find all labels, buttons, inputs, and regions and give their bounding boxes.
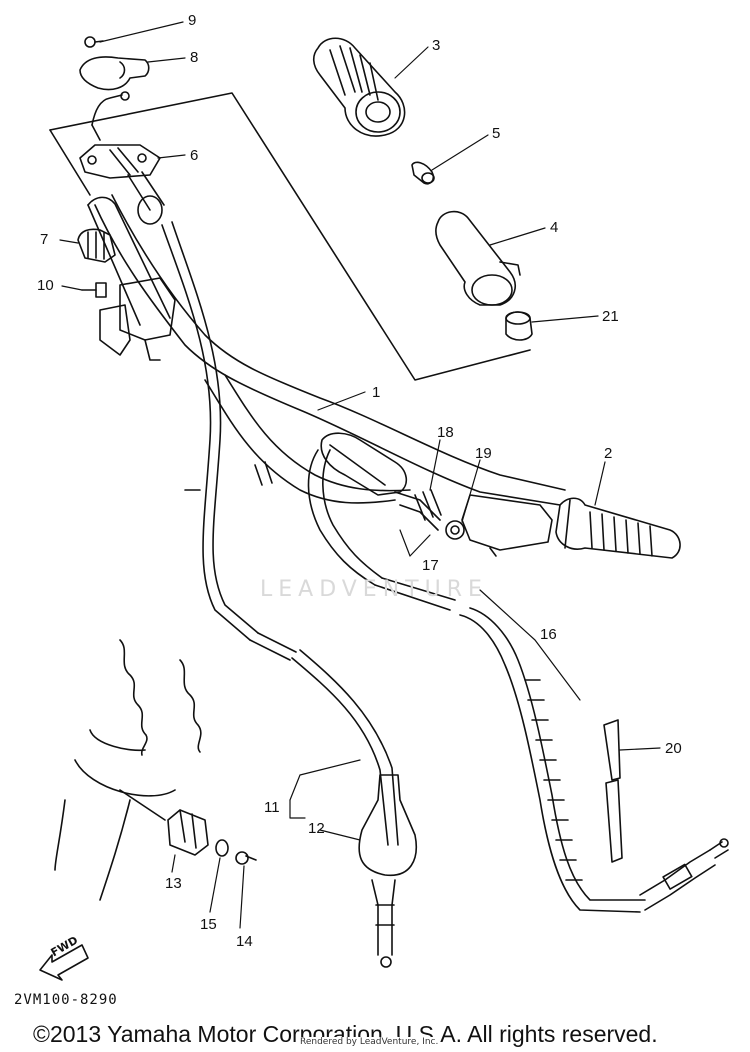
throttle-tube-4 — [435, 210, 521, 306]
switch-7 — [77, 228, 116, 263]
throttle-cable-16 — [307, 449, 729, 913]
collar-5 — [411, 161, 435, 185]
cable-boot-12 — [358, 774, 417, 968]
rendered-by-text: Rendered by LeadVenture, Inc. — [298, 1037, 441, 1047]
leader-lines — [59, 21, 661, 929]
bolt-14 — [235, 851, 257, 865]
cable-tie-20 — [603, 719, 623, 863]
grip-2 — [555, 497, 681, 559]
callout-19: 19 — [475, 445, 492, 462]
callout-1: 1 — [372, 384, 381, 401]
diagram-code: 2VM100-8290 — [14, 992, 118, 1008]
clamp-8 — [79, 56, 150, 91]
callout-21: 21 — [602, 308, 619, 325]
fwd-arrow-icon — [39, 944, 89, 981]
handlebar-part — [87, 194, 566, 506]
callout-10: 10 — [37, 277, 54, 294]
fork-boot — [54, 639, 202, 901]
washer-15 — [215, 839, 229, 857]
callout-2: 2 — [604, 445, 613, 462]
clamp-13 — [167, 809, 209, 856]
callout-11: 11 — [264, 799, 280, 816]
throttle-housing — [320, 432, 553, 557]
lever-housing — [99, 277, 176, 361]
callout-14: 14 — [236, 933, 253, 950]
callout-4: 4 — [550, 219, 559, 236]
callout-12: 12 — [308, 820, 325, 837]
cable-end-top — [91, 91, 130, 141]
callout-16: 16 — [540, 626, 557, 643]
assembly-outline — [49, 92, 531, 381]
callout-9: 9 — [188, 12, 197, 29]
lever-holder-6 — [79, 144, 165, 225]
callout-3: 3 — [432, 37, 441, 54]
callout-18: 18 — [437, 424, 454, 441]
callout-20: 20 — [665, 740, 682, 757]
grip-3 — [312, 37, 406, 137]
callout-17: 17 — [422, 557, 439, 574]
ring-21 — [505, 311, 533, 341]
watermark-text: LEADVENTURE — [260, 577, 488, 602]
callout-5: 5 — [492, 125, 501, 142]
callout-15: 15 — [200, 916, 217, 933]
callout-7: 7 — [40, 231, 49, 248]
callout-8: 8 — [190, 49, 199, 66]
cable-11 — [161, 221, 399, 846]
callout-6: 6 — [190, 147, 199, 164]
bolt-10 — [81, 282, 107, 298]
callout-13: 13 — [165, 875, 182, 892]
